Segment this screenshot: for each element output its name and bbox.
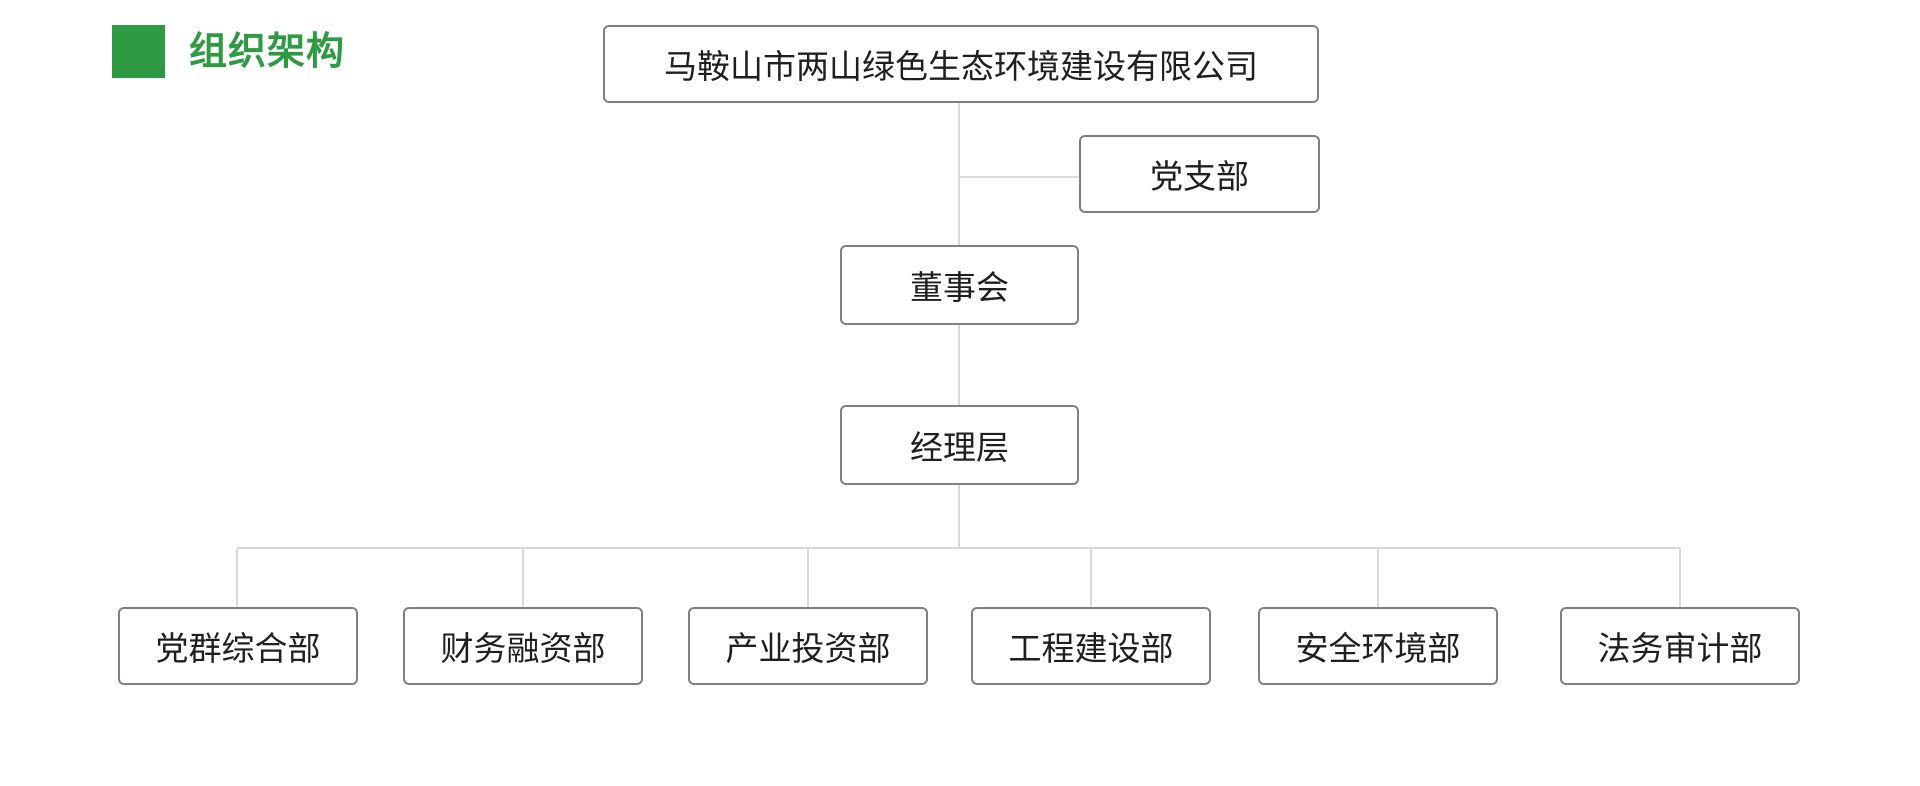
connector-drop-line [522, 549, 524, 607]
connector-line-management-to-bus [958, 485, 960, 548]
org-node-company-root: 马鞍山市两山绿色生态环境建设有限公司 [603, 25, 1319, 103]
connector-line-party-branch [959, 176, 1080, 178]
connector-drop-line [807, 549, 809, 607]
connector-bus-line [237, 547, 1681, 549]
org-node-party-branch: 党支部 [1079, 135, 1320, 213]
org-node-department: 产业投资部 [688, 607, 928, 685]
org-node-department: 党群综合部 [118, 607, 358, 685]
connector-drop-line [1377, 549, 1379, 607]
connector-line-board-to-management [958, 325, 960, 405]
org-node-management: 经理层 [840, 405, 1079, 485]
connector-drop-line [236, 549, 238, 607]
org-node-department: 安全环境部 [1258, 607, 1498, 685]
org-node-department: 财务融资部 [403, 607, 643, 685]
connector-drop-line [1679, 549, 1681, 607]
org-node-department: 法务审计部 [1560, 607, 1800, 685]
section-title: 组织架构 [189, 31, 346, 73]
connector-drop-line [1090, 549, 1092, 607]
connector-line-root-to-board [958, 103, 960, 245]
org-node-department: 工程建设部 [971, 607, 1211, 685]
green-square-icon [112, 25, 165, 78]
org-node-board: 董事会 [840, 245, 1079, 325]
